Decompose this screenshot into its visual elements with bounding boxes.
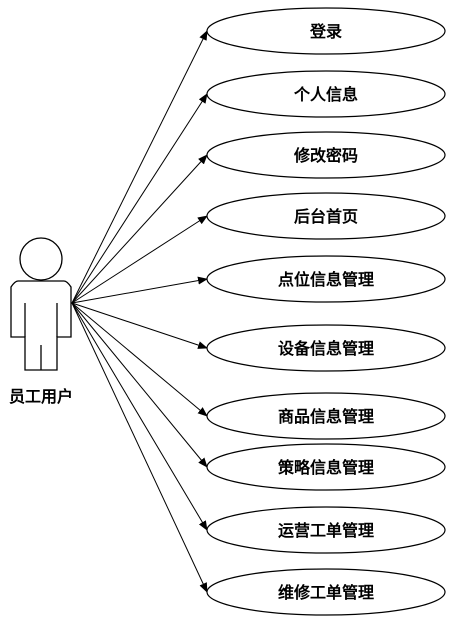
- use-case-label: 维修工单管理: [278, 583, 374, 602]
- use-case-ellipse: [206, 324, 446, 372]
- use-case-label: 运营工单管理: [278, 521, 374, 540]
- use-case-ellipse: [206, 392, 446, 440]
- association-arrow: [71, 30, 208, 304]
- association-arrow: [71, 93, 208, 304]
- use-case-ellipse: [206, 255, 446, 303]
- use-case-label: 商品信息管理: [278, 407, 374, 426]
- use-case-label: 后台首页: [294, 207, 358, 226]
- actor-body: [10, 280, 72, 371]
- use-case-ellipse: [206, 7, 446, 55]
- use-case: 策略信息管理: [206, 443, 446, 491]
- use-case-ellipse: [206, 70, 446, 118]
- association-arrow: [71, 154, 208, 304]
- use-case-ellipse: [206, 568, 446, 616]
- association-arrow: [71, 215, 208, 304]
- association-arrow: [71, 302, 208, 468]
- use-case-label: 修改密码: [293, 146, 358, 165]
- use-case: 点位信息管理: [206, 255, 446, 303]
- use-case: 后台首页: [206, 192, 446, 240]
- use-case: 维修工单管理: [206, 568, 446, 616]
- association-arrow: [71, 276, 208, 304]
- use-case-label: 登录: [309, 22, 342, 41]
- use-case: 登录: [206, 7, 446, 55]
- use-case: 个人信息: [206, 70, 446, 118]
- use-case: 商品信息管理: [206, 392, 446, 440]
- use-case-label: 个人信息: [293, 85, 358, 104]
- use-case: 运营工单管理: [206, 506, 446, 554]
- use-case: 设备信息管理: [206, 324, 446, 372]
- actor-figure: [10, 237, 72, 371]
- association-arrow: [71, 302, 208, 593]
- use-case-ellipse: [206, 131, 446, 179]
- use-case-ellipse: [206, 443, 446, 491]
- use-case-group: 登录个人信息修改密码后台首页点位信息管理设备信息管理商品信息管理策略信息管理运营…: [206, 7, 446, 616]
- use-case-ellipse: [206, 192, 446, 240]
- association-arrow: [71, 302, 208, 417]
- use-case-label: 点位信息管理: [278, 270, 374, 289]
- actor-label: 员工用户: [9, 387, 73, 406]
- actor-head: [19, 237, 63, 281]
- association-arrow: [71, 302, 208, 349]
- use-case-ellipse: [206, 506, 446, 554]
- association-arrow: [71, 302, 208, 531]
- association-edges: [71, 30, 208, 593]
- use-case-label: 策略信息管理: [277, 458, 374, 477]
- use-case: 修改密码: [206, 131, 446, 179]
- use-case-label: 设备信息管理: [278, 339, 374, 358]
